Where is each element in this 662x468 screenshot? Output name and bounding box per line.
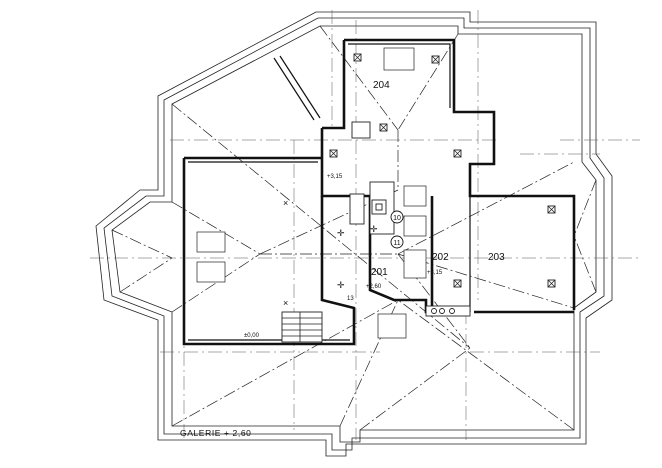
counter — [425, 305, 471, 317]
svg-text:✛: ✛ — [337, 280, 345, 290]
stair-step-count: 13 — [347, 296, 354, 302]
roof-windows — [196, 47, 427, 339]
light-fixture-cross — [353, 53, 362, 62]
room-203-label: 203 — [488, 252, 505, 263]
marker-10: 10 — [390, 210, 404, 224]
chimney — [349, 121, 395, 235]
light-fixture-cross — [453, 149, 462, 158]
light-fixtures — [329, 53, 556, 288]
level-260: +2,60 — [366, 284, 382, 290]
light-fixture-cross — [329, 149, 338, 158]
room-202-label: 202 — [432, 252, 449, 263]
level-000: ±0,00 — [244, 333, 260, 339]
light-fixture-cross — [547, 205, 556, 214]
light-fixture-cross — [431, 55, 440, 64]
staircase — [281, 311, 323, 343]
level-315-left: +3,15 — [327, 174, 343, 180]
marker-11-label: 11 — [393, 240, 400, 247]
marker-10-label: 10 — [393, 215, 401, 222]
galerie-label: GALERIE + 2,60 — [180, 428, 251, 438]
light-fixture-cross — [453, 279, 462, 288]
room-201-label: 201 — [371, 267, 388, 278]
svg-text:×: × — [283, 198, 288, 208]
roof-outline — [95, 11, 613, 457]
grid-lines — [90, 10, 640, 440]
svg-text:✛: ✛ — [337, 228, 345, 238]
svg-text:✛: ✛ — [370, 224, 378, 234]
light-fixture-cross — [379, 123, 388, 132]
light-fixture-cross — [547, 279, 556, 288]
level-315-right: +3,15 — [427, 270, 443, 276]
room-204-label: 204 — [373, 80, 390, 91]
svg-text:×: × — [283, 298, 288, 308]
roof-lines — [111, 25, 597, 431]
marker-11: 11 — [390, 235, 404, 249]
cross-markers: × × ✛ ✛ ✛ — [283, 198, 378, 308]
